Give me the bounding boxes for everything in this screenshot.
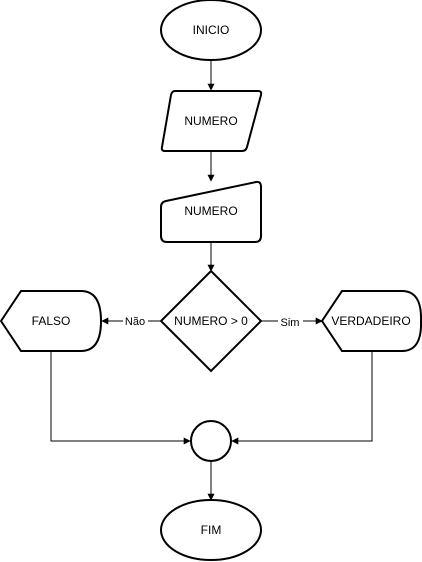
true-display-shape <box>320 290 422 352</box>
connector-false-to-merge <box>50 351 191 445</box>
input-label: NUMERO <box>184 114 237 128</box>
end-label: FIM <box>201 523 222 537</box>
true-display-label: VERDADEIRO <box>331 314 410 328</box>
start-label: INICIO <box>193 23 230 37</box>
manual-input-shape <box>160 180 262 243</box>
merge-connector <box>190 420 232 462</box>
edge-label-yes-bg <box>278 315 303 329</box>
edge-label-no: Não <box>125 316 145 328</box>
false-display-shape <box>0 290 103 352</box>
start-terminator <box>160 0 262 61</box>
input-parallelogram <box>160 90 263 152</box>
false-display-label: FALSO <box>32 314 71 328</box>
manual-input-label: NUMERO <box>184 204 237 218</box>
end-terminator <box>160 499 262 561</box>
edge-label-yes: Sim <box>281 317 300 329</box>
edge-label-no-bg <box>123 314 148 328</box>
connector-true-to-merge <box>231 351 373 445</box>
decision-label: NUMERO > 0 <box>174 314 248 328</box>
decision-diamond <box>159 269 263 373</box>
